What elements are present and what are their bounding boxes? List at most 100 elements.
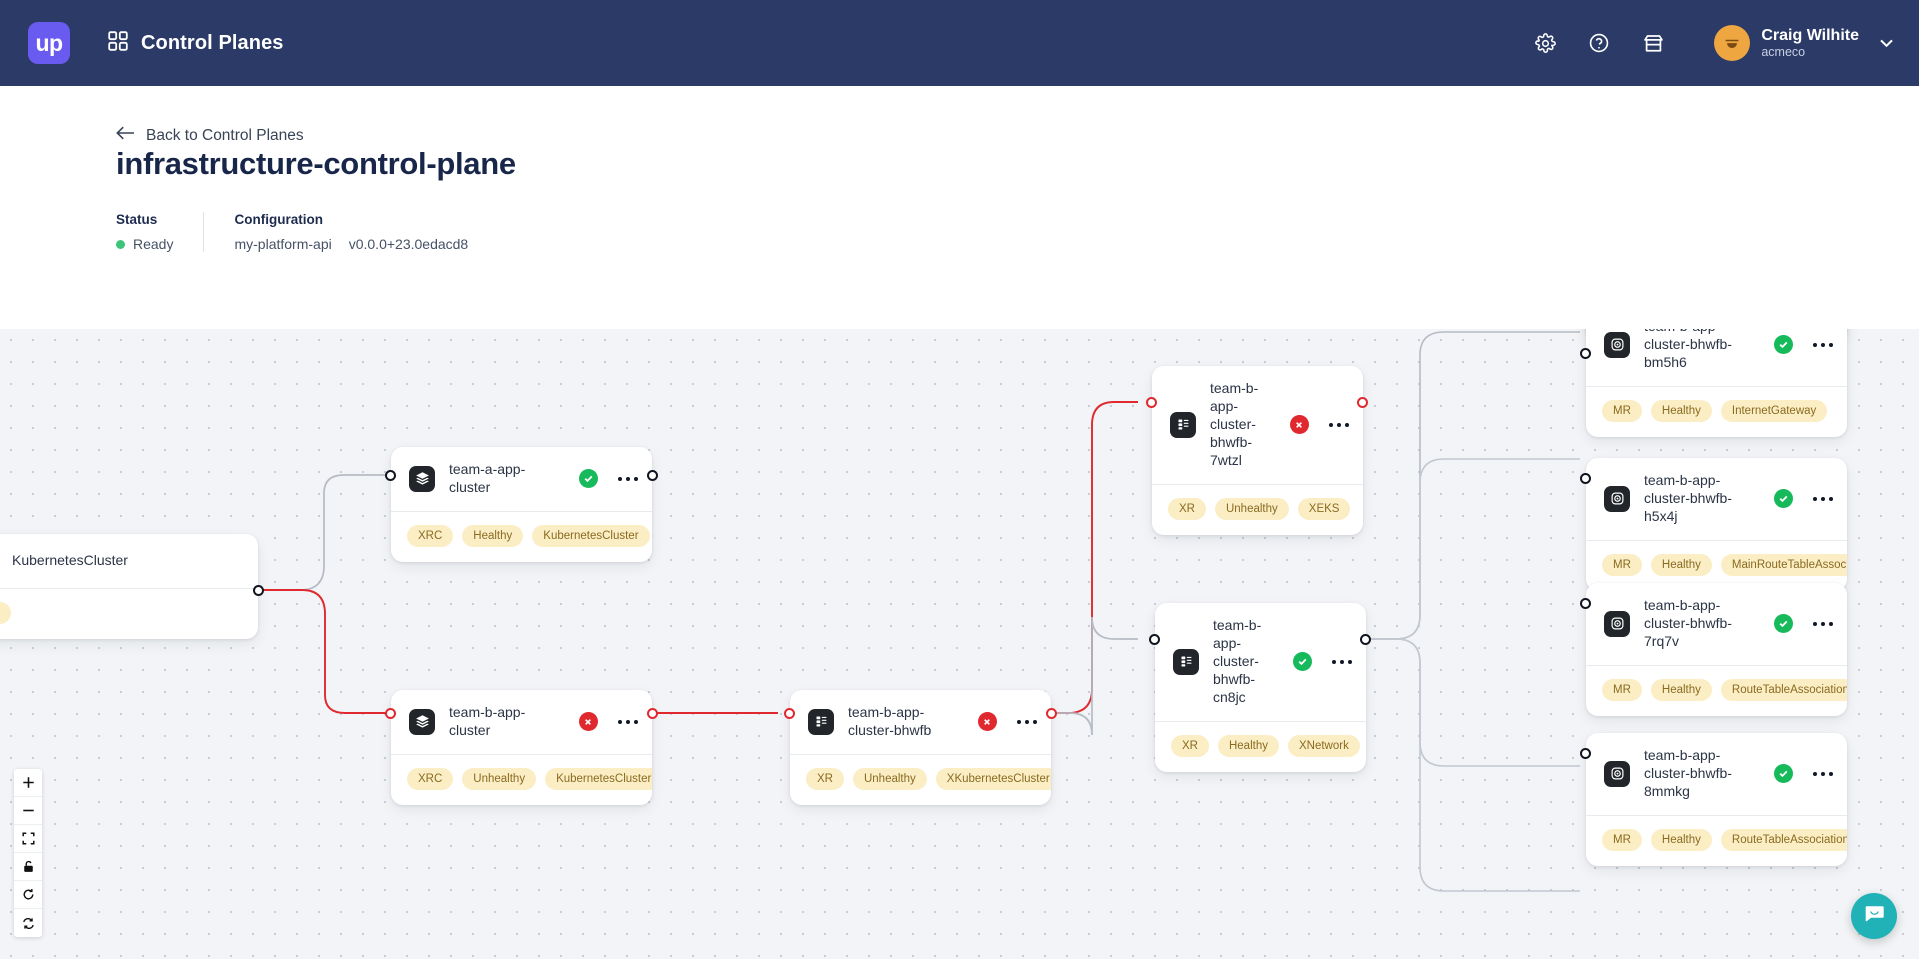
graph-node-kubernetescluster[interactable]: KubernetesCluster API [0,534,258,639]
status-healthy-icon [1773,614,1793,634]
upbound-logo[interactable]: up [28,22,70,64]
node-tag: RouteTableAssociation [1720,828,1847,851]
node-divider [1586,664,1847,666]
node-header: team-a-app-cluster [391,447,652,511]
node-menu-button[interactable] [1326,659,1352,665]
user-menu[interactable]: Craig Wilhite acmeco [1714,25,1893,61]
gear-icon[interactable] [1530,28,1560,58]
node-tag: XR [1168,497,1206,520]
node-menu-button[interactable] [1807,771,1833,777]
page-title: infrastructure-control-plane [116,146,516,181]
node-title: team-b-app-cluster-bhwfb-bm5h6 [1644,329,1732,370]
node-handle-target[interactable] [1580,473,1591,484]
node-header: team-b-app-cluster-bhwfb-h5x4j [1586,458,1847,540]
zoom-in-button[interactable] [14,769,42,797]
graph-node-team-b-app-cluster-bhwfb-bm5h6[interactable]: team-b-app-cluster-bhwfb-bm5h6 MR Health… [1586,329,1847,437]
resource-graph-canvas[interactable]: KubernetesCluster API team-a-app-cluster [0,329,1919,959]
node-tag: MainRouteTableAssociation [1720,553,1847,576]
managed-resource-icon [1604,331,1630,358]
chat-launcher[interactable] [1851,893,1897,939]
status-unhealthy-icon [578,712,598,732]
node-handle-target[interactable] [1580,748,1591,759]
node-menu-button[interactable] [1011,719,1037,725]
node-tag: XR [806,767,844,790]
node-tag: Unhealthy [1214,497,1289,520]
node-tag: InternetGateway [1720,399,1828,422]
node-tags: XR Unhealthy XEKS [1152,485,1363,535]
graph-node-team-b-app-cluster-bhwfb-8mmkg[interactable]: team-b-app-cluster-bhwfb-8mmkg MR Health… [1586,733,1847,866]
status-dot-icon [116,239,125,249]
composite-icon [808,708,834,735]
help-icon[interactable] [1584,28,1614,58]
node-header: team-b-app-cluster-bhwfb-bm5h6 [1586,329,1847,386]
node-tag: API [0,602,11,624]
sync-button[interactable] [14,909,42,937]
node-divider [1586,814,1847,816]
node-handle-source[interactable] [647,708,658,719]
topbar-actions: Craig Wilhite acmeco [1530,25,1893,61]
node-menu-button[interactable] [1807,342,1833,348]
chat-icon [1863,902,1886,930]
node-title: team-b-app-cluster-bhwfb [848,704,932,738]
node-handle-source[interactable] [1360,634,1371,645]
node-handle-target[interactable] [784,708,795,719]
graph-node-team-b-app-cluster[interactable]: team-b-app-cluster XRC Unhealthy Kuberne… [391,690,652,805]
node-handle-target[interactable] [1146,397,1157,408]
back-link-label: Back to Control Planes [146,126,304,144]
node-divider [391,510,652,512]
node-title: team-a-app-cluster [449,461,526,495]
node-handle-target[interactable] [385,470,396,481]
node-title: team-b-app-cluster-bhwfb-cn8jc [1213,617,1262,705]
node-title: team-b-app-cluster-bhwfb-7wtzl [1210,380,1259,468]
grid-icon [108,30,128,56]
avatar [1714,25,1751,61]
zoom-out-button[interactable] [14,797,42,825]
node-menu-button[interactable] [1323,422,1349,428]
node-menu-button[interactable] [1807,621,1833,627]
user-text: Craig Wilhite acmeco [1761,27,1859,60]
marketplace-icon[interactable] [1638,28,1668,58]
node-tags: XR Unhealthy XKubernetesCluster [790,755,1051,805]
node-handle-target[interactable] [1580,598,1591,609]
node-divider [1586,385,1847,387]
node-header: team-b-app-cluster-bhwfb-cn8jc [1155,603,1366,721]
node-menu-button[interactable] [612,719,638,725]
lock-button[interactable] [14,853,42,881]
node-handle-target[interactable] [1149,634,1160,645]
fit-view-button[interactable] [14,825,42,853]
managed-resource-icon [1604,610,1630,637]
layers-icon [409,708,435,735]
graph-node-team-b-app-cluster-bhwfb-cn8jc[interactable]: team-b-app-cluster-bhwfb-cn8jc XR Health… [1155,603,1366,772]
configuration-label: Configuration [234,212,323,227]
node-header: team-b-app-cluster-bhwfb [790,690,1051,754]
node-tag: XKubernetesCluster [935,767,1051,790]
managed-resource-icon [1604,760,1630,787]
graph-edges [258,331,1580,892]
node-handle-source[interactable] [1357,397,1368,408]
node-tag: Unhealthy [852,767,927,790]
node-tags: MR Healthy RouteTableAssociation [1586,816,1847,866]
status-unhealthy-icon [977,712,997,732]
node-tag: RouteTableAssociation [1720,678,1847,701]
graph-node-team-b-app-cluster-bhwfb-h5x4j[interactable]: team-b-app-cluster-bhwfb-h5x4j MR Health… [1586,458,1847,591]
node-tag: XEKS [1297,497,1351,520]
node-handle-target[interactable] [385,708,396,719]
node-title: team-b-app-cluster-bhwfb-7rq7v [1644,597,1732,649]
brand-group[interactable]: Control Planes [108,30,284,56]
graph-node-team-b-app-cluster-bhwfb-7wtzl[interactable]: team-b-app-cluster-bhwfb-7wtzl XR Unheal… [1152,366,1363,535]
node-tags: API [0,589,258,639]
graph-node-team-b-app-cluster-bhwfb-7rq7v[interactable]: team-b-app-cluster-bhwfb-7rq7v MR Health… [1586,583,1847,716]
node-menu-button[interactable] [1807,496,1833,502]
node-menu-button[interactable] [612,476,638,482]
node-handle-source[interactable] [647,470,658,481]
status-label: Status [116,212,158,227]
node-handle-source[interactable] [1046,708,1057,719]
node-handle-source[interactable] [253,585,264,596]
node-title: team-b-app-cluster [449,704,526,738]
reset-button[interactable] [14,881,42,909]
node-handle-target[interactable] [1580,348,1591,359]
node-header: team-b-app-cluster-bhwfb-8mmkg [1586,733,1847,815]
graph-node-team-b-app-cluster-bhwfb[interactable]: team-b-app-cluster-bhwfb XR Unhealthy XK… [790,690,1051,805]
graph-node-team-a-app-cluster[interactable]: team-a-app-cluster XRC Healthy Kubernete… [391,447,652,562]
back-to-control-planes-link[interactable]: Back to Control Planes [116,126,304,145]
